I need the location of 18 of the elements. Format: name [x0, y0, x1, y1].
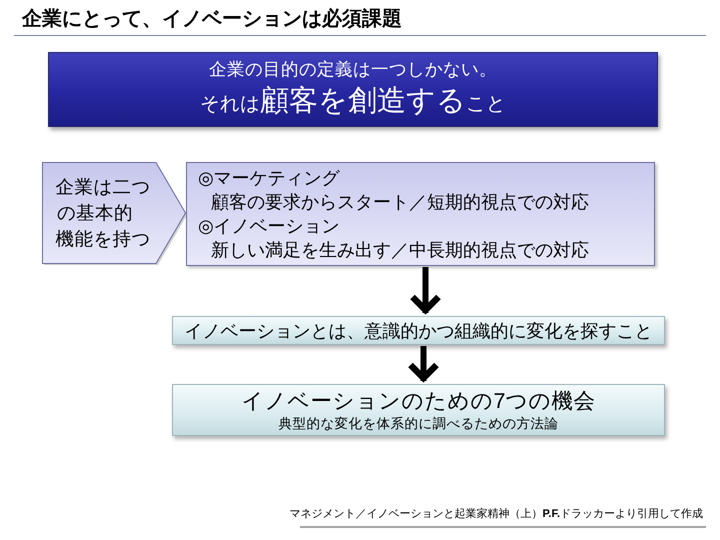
body-text: 顧客の要求からスタート／短期的視点での対応 [211, 191, 590, 214]
subtitle-text: 典型的な変化を体系的に調べるための方法論 [278, 415, 558, 433]
page-title: 企業にとって、イノベーションは必須課題 [22, 6, 402, 32]
body-text: 新しい満足を生み出す／中長期的視点での対応 [211, 239, 590, 262]
source-note: マネジメント／イノベーションと起業家精神（上）P.F.ドラッカーより引用して作成 [288, 506, 703, 522]
heading-text: イノベーションのための7つの機会 [242, 388, 596, 415]
heading-text: ◎イノベーション [198, 215, 341, 238]
label-text: 企業は二つの基本的機能を持つ [55, 175, 151, 251]
statement-text: イノベーションとは、意識的かつ組織的に変化を探すこと [184, 320, 652, 342]
arrow [407, 346, 440, 382]
heading-text: ◎マーケティング [198, 167, 341, 190]
statement-text: それは顧客を創造すること [200, 84, 506, 118]
statement-text: 企業の目的の定義は一つしかない。 [209, 58, 497, 80]
statement-banner [48, 52, 658, 127]
arrow-shaped-box [42, 162, 186, 264]
process-box [172, 384, 665, 436]
process-box [172, 316, 665, 345]
arrow [409, 267, 442, 314]
